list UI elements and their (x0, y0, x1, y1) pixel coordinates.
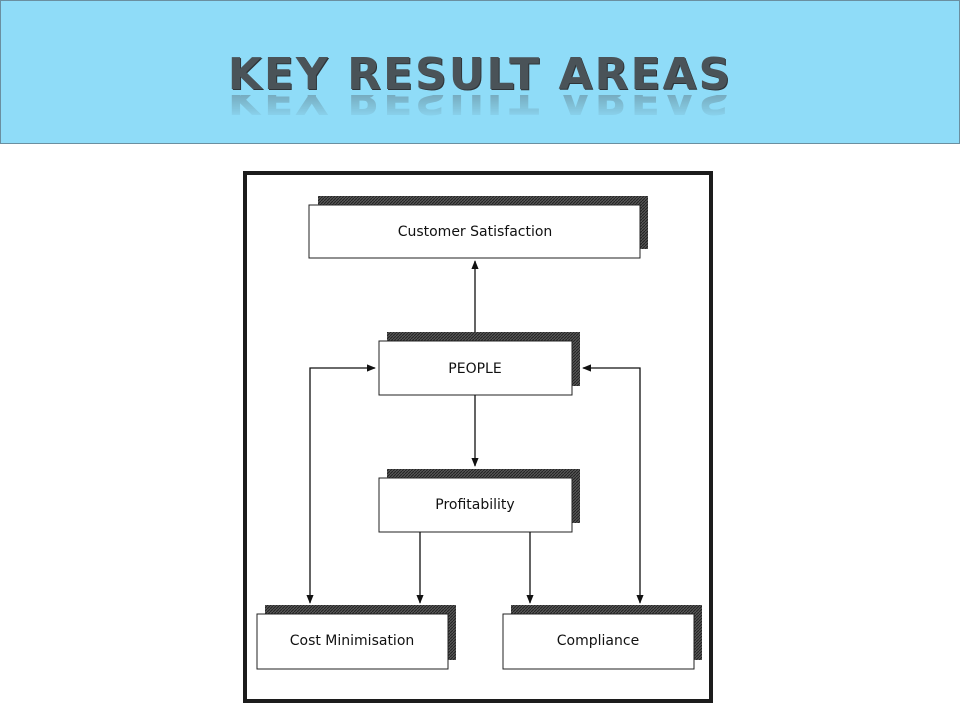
node-box (308, 204, 641, 259)
node-box (256, 613, 449, 670)
node-label-profitability: Profitability (435, 497, 514, 513)
page-title: KEY RESULT AREAS (227, 49, 733, 100)
title-reflection: KEY RESULT AREAS (227, 95, 733, 121)
node-box (378, 477, 573, 533)
key-result-areas-diagram: Customer Satisfaction PEOPLE Profitabili… (256, 196, 702, 670)
node-label-cost-minimisation: Cost Minimisation (290, 633, 415, 649)
arrow-compliance-people-loop (582, 364, 644, 604)
node-label-compliance: Compliance (557, 633, 639, 649)
title-wrap: KEY RESULT AREAS KEY RESULT AREAS (1, 51, 959, 131)
node-people: PEOPLE (378, 332, 580, 396)
arrow-cost-minimisation-people-loop (306, 364, 376, 604)
node-cost-minimisation: Cost Minimisation (256, 605, 456, 670)
node-box (378, 340, 573, 396)
node-label-people: PEOPLE (448, 361, 501, 377)
title-banner: KEY RESULT AREAS KEY RESULT AREAS (0, 0, 960, 144)
node-customer-satisfaction: Customer Satisfaction (308, 196, 648, 259)
node-profitability: Profitability (378, 469, 580, 533)
node-label-customer-satisfaction: Customer Satisfaction (398, 224, 553, 240)
node-box (502, 613, 695, 670)
node-compliance: Compliance (502, 605, 702, 670)
